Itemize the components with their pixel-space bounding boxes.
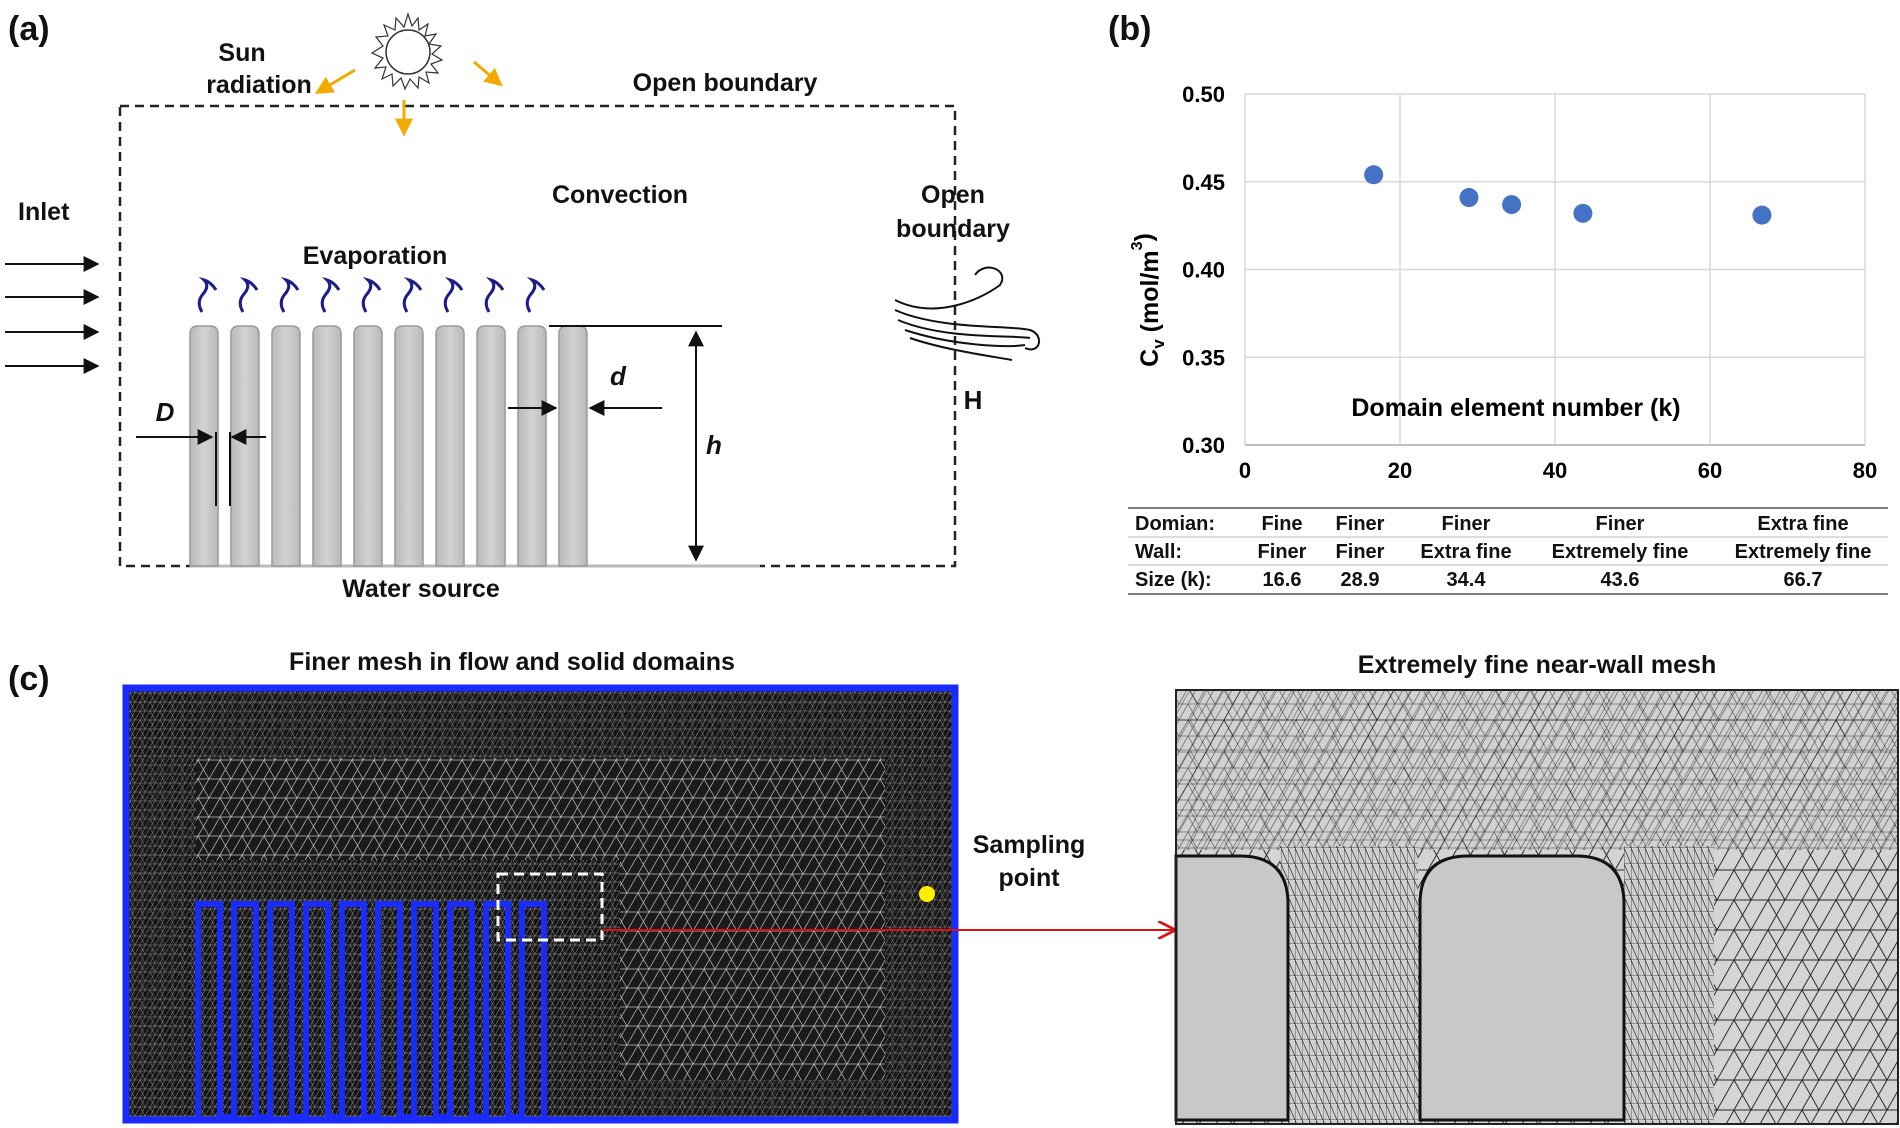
vapor-icon bbox=[402, 276, 423, 313]
water-source-label: Water source bbox=[342, 575, 500, 603]
table-cell: Extra fine bbox=[1757, 513, 1848, 535]
table-cell: 16.6 bbox=[1263, 569, 1302, 591]
table-cell: Finer bbox=[1442, 513, 1491, 535]
fin bbox=[312, 325, 342, 567]
x-tick-label: 80 bbox=[1853, 458, 1877, 483]
table-cell: Finer bbox=[1336, 513, 1385, 535]
y-tick-label: 0.30 bbox=[1182, 433, 1225, 458]
sun-icon bbox=[370, 12, 444, 91]
inlet-arrows bbox=[5, 256, 100, 374]
data-point bbox=[1752, 205, 1772, 225]
table-cell: 28.9 bbox=[1341, 569, 1380, 591]
table-row-header: Size (k): bbox=[1135, 569, 1212, 591]
sun-ray-arrow-left bbox=[314, 68, 356, 94]
sun-radiation-label-line1: Sun bbox=[218, 39, 265, 67]
table-cell: Extremely fine bbox=[1552, 541, 1689, 563]
vapor-icon bbox=[279, 276, 300, 313]
fin bbox=[435, 325, 465, 567]
panel-b-letter: (b) bbox=[1108, 10, 1151, 48]
y-tick-label: 0.40 bbox=[1182, 258, 1225, 283]
fin-gap-label: d bbox=[610, 361, 627, 391]
sampling-point-label-line1: Sampling bbox=[973, 831, 1086, 859]
vapor-icon bbox=[238, 276, 259, 313]
zoom-region-box bbox=[496, 872, 604, 942]
x-tick-label: 20 bbox=[1388, 458, 1412, 483]
fin-height-label: h bbox=[706, 430, 722, 460]
table-cell: 43.6 bbox=[1601, 569, 1640, 591]
vapor-icon bbox=[320, 276, 341, 313]
panel-a-letter: (a) bbox=[8, 10, 50, 48]
fin-mesh-boundary bbox=[195, 901, 547, 1120]
data-point bbox=[1502, 195, 1522, 215]
domain-height-label: H bbox=[964, 385, 983, 415]
vapor-icon bbox=[525, 276, 546, 313]
open-boundary-top-label: Open boundary bbox=[633, 69, 818, 97]
table-cell: 66.7 bbox=[1784, 569, 1823, 591]
vapor-icon bbox=[197, 276, 218, 313]
data-point bbox=[1573, 203, 1593, 223]
cv-convergence-chart: 0.30 0.35 0.40 0.45 0.50 0 20 40 60 80 Domain elem… bbox=[1129, 82, 1877, 483]
vapor-icon bbox=[484, 276, 505, 313]
y-tick-label: 0.50 bbox=[1182, 82, 1225, 107]
sampling-point-label-line2: point bbox=[998, 864, 1060, 892]
table-cell: Fine bbox=[1261, 513, 1302, 535]
table-cell: Extra fine bbox=[1420, 541, 1511, 563]
x-axis-title: Domain element number (k) bbox=[1351, 394, 1680, 422]
fin-wall-left bbox=[1174, 854, 1290, 1122]
fin bbox=[558, 325, 588, 567]
table-row-header: Wall: bbox=[1135, 541, 1182, 563]
vapor-icon bbox=[443, 276, 464, 313]
wind-icon bbox=[894, 266, 1040, 361]
sun-radiation-label-line2: radiation bbox=[206, 71, 312, 99]
left-mesh-title: Finer mesh in flow and solid domains bbox=[289, 648, 735, 676]
fin bbox=[230, 325, 260, 567]
y-axis-title: Cv (mol/m3) bbox=[1129, 233, 1168, 367]
near-wall-mesh-image bbox=[1174, 689, 1899, 1125]
sampling-point-marker bbox=[919, 886, 935, 902]
table-cell: Finer bbox=[1336, 541, 1385, 563]
mesh-table: Domian:Wall:Size (k):FineFiner16.6FinerF… bbox=[1128, 507, 1888, 595]
vapor-icon bbox=[361, 276, 382, 313]
x-tick-label: 40 bbox=[1543, 458, 1567, 483]
fin bbox=[394, 325, 424, 567]
evaporation-label: Evaporation bbox=[303, 242, 447, 270]
fin-wall-right bbox=[1418, 854, 1626, 1122]
table-cell: Extremely fine bbox=[1735, 541, 1872, 563]
y-tick-label: 0.45 bbox=[1182, 170, 1225, 195]
fin bbox=[271, 325, 301, 567]
table-cell: Finer bbox=[1258, 541, 1307, 563]
table-row-header: Domian: bbox=[1135, 513, 1215, 535]
convection-label: Convection bbox=[552, 181, 688, 209]
y-tick-label: 0.35 bbox=[1182, 345, 1225, 370]
fin bbox=[353, 325, 383, 567]
fin bbox=[517, 325, 547, 567]
panel-b: (b) 0.30 0.35 0.40 0.45 0.50 0 20 40 60 80 Domain … bbox=[1108, 10, 1888, 595]
panel-c-letter: (c) bbox=[8, 660, 50, 698]
fin bbox=[189, 325, 219, 567]
x-tick-label: 60 bbox=[1698, 458, 1722, 483]
x-tick-label: 0 bbox=[1239, 458, 1251, 483]
fin-diameter-label: D bbox=[156, 397, 175, 427]
open-boundary-right-label-line1: Open bbox=[921, 181, 985, 209]
data-point bbox=[1364, 165, 1384, 185]
data-point bbox=[1459, 188, 1479, 208]
open-boundary-right-label-line2: boundary bbox=[896, 215, 1010, 243]
evaporator-fins bbox=[189, 276, 588, 567]
coarse-mesh-image bbox=[122, 684, 959, 1124]
inlet-label: Inlet bbox=[18, 198, 70, 226]
sun-ray-arrow-right bbox=[473, 60, 503, 87]
panel-c: (c) Finer mesh in flow and solid domains… bbox=[8, 648, 1899, 1125]
right-mesh-title: Extremely fine near-wall mesh bbox=[1358, 651, 1716, 679]
dimension-annotations bbox=[136, 325, 722, 562]
table-cell: Finer bbox=[1596, 513, 1645, 535]
fin bbox=[476, 325, 506, 567]
mesh-domain-boundary bbox=[122, 684, 959, 1124]
panel-a: (a) Sun radiation Open boundary Inlet Co… bbox=[5, 10, 1040, 603]
table-cell: 34.4 bbox=[1447, 569, 1487, 591]
